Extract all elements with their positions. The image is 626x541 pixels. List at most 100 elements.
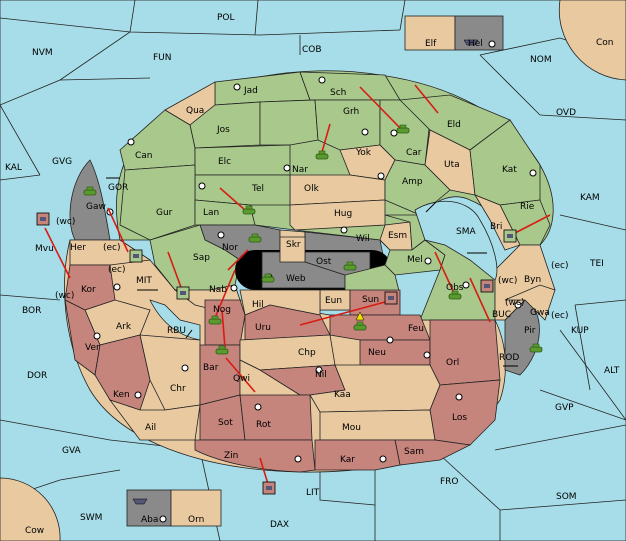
region-Rot[interactable] [239, 394, 313, 441]
army-icon [448, 290, 462, 300]
region-Kar[interactable] [314, 439, 401, 471]
label-Bar: Bar [203, 363, 219, 373]
label-COB: COB [302, 45, 322, 55]
label-Ail: Ail [145, 423, 156, 433]
coast-tag: (wc) [55, 291, 74, 301]
region-Skr-inner [279, 236, 306, 263]
label-GVA: GVA [62, 446, 82, 456]
units [36, 39, 543, 505]
region-Con[interactable] [558, 0, 626, 81]
label-Tel: Tel [251, 184, 264, 194]
region-labels: POL NVM FUN COB NOM Con OVD KAL GVG KAM … [5, 13, 620, 536]
label-Mel: Mel [407, 255, 423, 265]
label-OVD: OVD [556, 108, 576, 118]
region-Chp[interactable] [239, 334, 336, 371]
region-Mou[interactable] [319, 409, 436, 441]
label-KUP: KUP [571, 326, 589, 336]
label-Can: Can [135, 151, 153, 161]
region-Nog[interactable] [204, 299, 246, 346]
fleet-icon [503, 229, 517, 243]
region-Tel[interactable] [194, 174, 291, 206]
label-Eun: Eun [325, 296, 342, 306]
label-Qwi: Qwi [233, 374, 250, 384]
fleet-icon [129, 249, 143, 263]
label-Neu: Neu [368, 348, 386, 358]
label-Jad: Jad [243, 86, 258, 96]
army-icon [396, 124, 410, 134]
label-TEI: TEI [589, 259, 604, 269]
label-Olk: Olk [304, 184, 320, 194]
label-KAM: KAM [580, 193, 600, 203]
label-Ost: Ost [316, 257, 332, 267]
region-Zin[interactable] [194, 439, 316, 473]
label-DAX: DAX [270, 520, 289, 530]
region-Sch[interactable] [299, 71, 401, 101]
coast-tag: (wc) [505, 298, 524, 308]
label-Rot: Rot [256, 420, 271, 430]
region-Gur[interactable] [119, 164, 196, 241]
army-icon [343, 261, 357, 271]
label-Grh: Grh [343, 107, 359, 117]
label-ALT: ALT [604, 366, 620, 376]
label-Elc: Elc [218, 157, 231, 167]
label-Gwa: Gwa [530, 308, 550, 318]
label-BUC: BUC [492, 310, 511, 320]
label-Nar: Nar [292, 165, 308, 175]
region-Elc[interactable] [194, 144, 291, 176]
label-Mvu: Mvu [35, 244, 54, 254]
army-icon [261, 273, 275, 283]
label-Con: Con [596, 38, 614, 48]
region-Orn[interactable] [170, 489, 222, 527]
label-Chr: Chr [170, 384, 186, 394]
label-Web: Web [286, 274, 306, 284]
fleet-icon [36, 212, 50, 226]
region-Nar[interactable] [259, 99, 319, 146]
label-LIT: LIT [306, 488, 320, 498]
label-Jos: Jos [216, 125, 230, 135]
region-Orl[interactable] [429, 319, 501, 386]
label-Kat: Kat [502, 165, 517, 175]
sea-RBU[interactable] [149, 299, 201, 341]
coast-tag: (ec) [551, 261, 569, 271]
label-Wil: Wil [356, 234, 370, 244]
label-Hil: Hil [252, 300, 264, 310]
region-Uru[interactable] [244, 304, 331, 341]
label-Ark: Ark [116, 322, 132, 332]
region-Cow[interactable] [0, 477, 61, 541]
label-GVG: GVG [52, 157, 72, 167]
label-Cow: Cow [25, 526, 44, 536]
label-Ver: Ver [85, 343, 100, 353]
build-marker-icon [355, 311, 365, 321]
supply-centers [93, 40, 537, 523]
label-Lan: Lan [203, 208, 219, 218]
label-Rie: Rie [520, 202, 535, 212]
label-Sch: Sch [330, 88, 346, 98]
label-Feu: Feu [408, 324, 424, 334]
label-Byn: Byn [524, 275, 541, 285]
army-icon [248, 233, 262, 243]
label-Zin: Zin [224, 451, 238, 461]
region-Hug[interactable] [289, 199, 386, 231]
army-icon [215, 345, 229, 355]
label-Sap: Sap [193, 253, 210, 263]
coast-tag: (ec) [551, 311, 569, 321]
ship-icon [463, 39, 479, 46]
label-Yok: Yok [355, 148, 372, 158]
region-Gwa[interactable] [504, 284, 556, 321]
coast-tag: (wc) [498, 276, 517, 286]
label-NOM: NOM [530, 55, 552, 65]
region-Elf[interactable] [404, 15, 456, 51]
label-Mou: Mou [342, 423, 361, 433]
label-Hel: Hel [468, 39, 483, 49]
coast-tag: (ec) [103, 243, 121, 253]
army-icon [353, 321, 367, 331]
order-arrows [44, 84, 551, 485]
region-Uta[interactable] [424, 129, 476, 196]
label-Elf: Elf [425, 39, 437, 49]
sea-SMA[interactable] [414, 200, 498, 281]
label-Gur: Gur [156, 208, 173, 218]
label-Kar: Kar [340, 455, 355, 465]
fleet-icon [384, 291, 398, 305]
army-icon [242, 205, 256, 215]
fleet-icon [262, 481, 276, 495]
